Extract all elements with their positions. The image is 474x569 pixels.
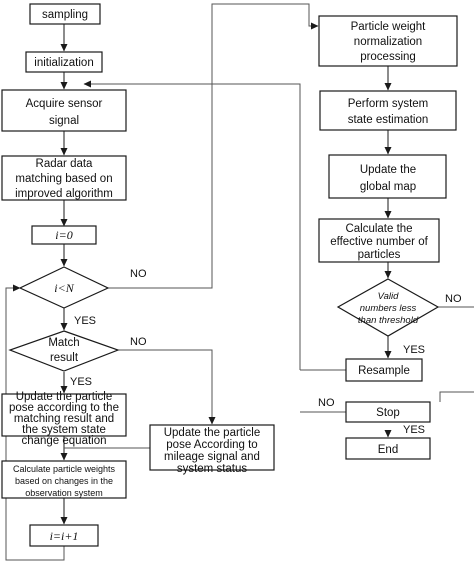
effective-line-2: effective number of: [330, 236, 428, 248]
stop-no-label: NO: [318, 397, 335, 409]
update-mileage-line-3: mileage signal and: [164, 451, 260, 463]
weights-box: [1, 460, 127, 499]
update-matching-box: [1, 393, 127, 437]
edge-resample-stop: [439, 391, 474, 402]
ilessN-label: i<N: [54, 281, 74, 295]
valid-line-1: Valid: [378, 291, 399, 302]
effective-line-3: particles: [358, 249, 401, 261]
update-mileage-line-1: Update the particle: [164, 427, 261, 439]
normalize-line-1: Particle weight: [351, 21, 427, 33]
valid-yes-label: YES: [403, 344, 425, 356]
radar-box: [1, 155, 127, 201]
effective-box: [318, 218, 440, 263]
update-mileage-box: [149, 424, 275, 471]
valid-diamond: [336, 278, 440, 337]
update-matching-line-4: the system state: [22, 424, 106, 436]
edge-resample-back: [83, 80, 301, 370]
acquire-line-2: signal: [49, 115, 79, 127]
sampling-label: sampling: [42, 9, 88, 21]
radar-line-1: Radar data: [36, 158, 94, 170]
update-matching-line-3: matching result and: [14, 413, 114, 425]
i0-box: [31, 225, 97, 245]
update-matching-line-5: change equation: [21, 435, 106, 447]
edge-ilessN-no: [108, 3, 319, 289]
i0-label: i=0: [55, 228, 72, 242]
stop-label: Stop: [376, 407, 400, 419]
normalize-line-3: processing: [360, 51, 416, 63]
ilessN-diamond: [18, 266, 110, 309]
resample-box: [345, 358, 423, 382]
end-label: End: [378, 444, 398, 456]
global-map-line-2: global map: [360, 181, 416, 193]
normalize-line-2: normalization: [354, 36, 422, 48]
radar-line-3: improved algorithm: [15, 188, 113, 200]
match-yes-label: YES: [70, 376, 92, 388]
match-line-2: result: [50, 352, 79, 364]
global-map-box: [328, 154, 447, 199]
iplus-label: i=i+1: [50, 529, 79, 543]
estimate-box: [319, 90, 457, 131]
estimate-line-1: Perform system: [348, 98, 429, 110]
resample-label: Resample: [358, 365, 410, 377]
effective-line-1: Calculate the: [345, 223, 412, 235]
stop-box: [345, 401, 431, 423]
match-line-1: Match: [48, 337, 79, 349]
match-diamond: [8, 330, 120, 372]
update-mileage-line-2: pose According to: [166, 439, 257, 451]
weights-line-3: observation system: [25, 488, 103, 498]
update-matching-line-2: pose according to the: [9, 402, 119, 414]
ilessN-no-label: NO: [130, 268, 147, 280]
match-no-label: NO: [130, 336, 147, 348]
acquire-line-1: Acquire sensor: [26, 98, 103, 110]
update-matching-line-1: Update the particle: [16, 391, 113, 403]
ilessN-yes-label: YES: [74, 315, 96, 327]
end-box: [345, 437, 431, 460]
stop-yes-label: YES: [403, 424, 425, 436]
radar-line-2: matching based on: [15, 173, 112, 185]
edge-match-no: [118, 349, 216, 425]
estimate-line-2: state estimation: [348, 114, 429, 126]
iplus-box: [29, 524, 99, 547]
initialization-box: [25, 51, 103, 73]
update-mileage-line-4: system status: [177, 463, 248, 475]
valid-no-label: NO: [445, 293, 462, 305]
weights-line-1: Calculate particle weights: [13, 464, 116, 474]
sampling-box: [29, 3, 101, 25]
valid-line-2: numbers less: [360, 303, 417, 314]
valid-line-3: than threshold: [358, 315, 419, 326]
edge-iplus-loop: [5, 284, 65, 561]
normalize-box: [318, 15, 458, 67]
acquire-box: [1, 89, 127, 132]
global-map-line-1: Update the: [360, 164, 416, 176]
weights-line-2: based on changes in the: [15, 476, 113, 486]
initialization-label: initialization: [34, 57, 93, 69]
